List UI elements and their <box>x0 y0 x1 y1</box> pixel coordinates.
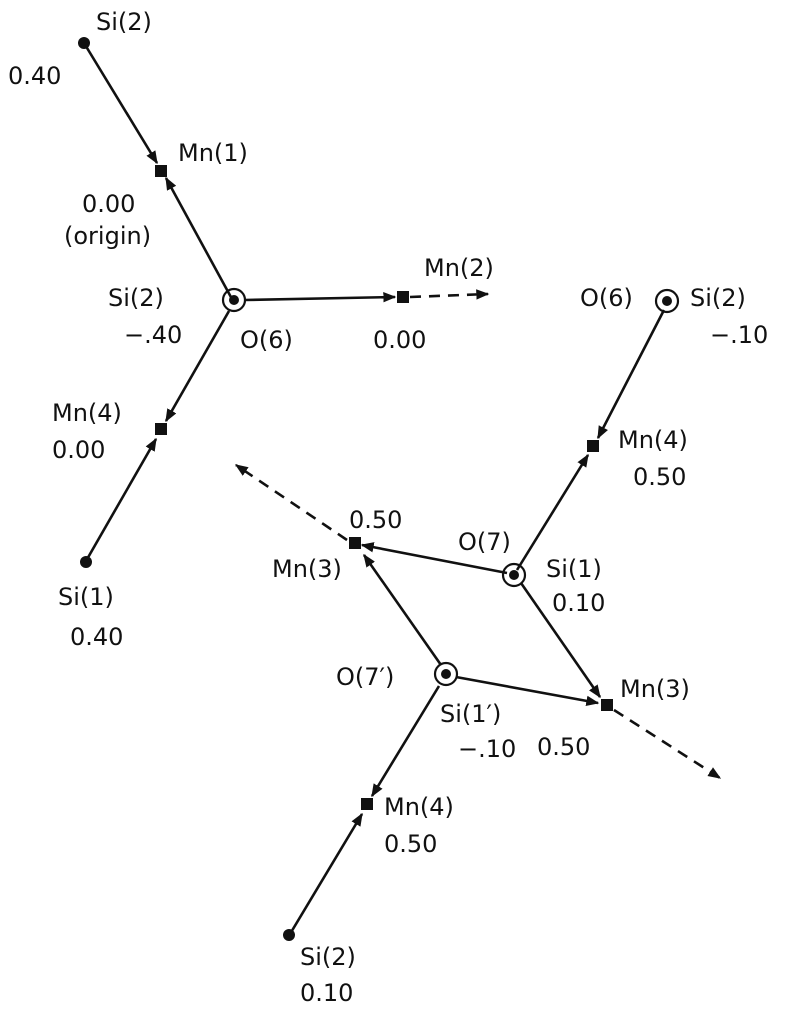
bond-si1prime-mn3-upper <box>362 553 443 666</box>
label-si2-top: Si(2) <box>96 8 152 36</box>
bond-si1prime-mn3-lower <box>455 675 600 707</box>
o6-right-ring <box>654 288 680 314</box>
mn1-atom <box>155 165 167 177</box>
label-mn2: Mn(2) <box>424 254 494 282</box>
label-si2-center: Si(2) <box>108 284 164 312</box>
mn4-upper-right-atom <box>587 440 599 452</box>
label-mn1: Mn(1) <box>178 139 248 167</box>
label-mn4-lower: Mn(4) <box>384 793 454 821</box>
value-mn3-upper: 0.50 <box>349 506 402 534</box>
label-si2-bottom: Si(2) <box>300 943 356 971</box>
label-mn4-left: Mn(4) <box>52 399 122 427</box>
o6-center-ring <box>221 287 247 313</box>
o7-prime-ring <box>433 661 459 687</box>
si2-center-dot <box>229 295 239 305</box>
value-si1-left: 0.40 <box>70 623 123 651</box>
value-si1-prime: −.10 <box>458 735 516 763</box>
label-mn4-upper-right: Mn(4) <box>618 426 688 454</box>
value-mn1: 0.00 <box>82 190 135 218</box>
dash-mn2-continuation <box>409 289 490 300</box>
si1-prime-dot <box>441 669 451 679</box>
mn3-lower-atom <box>601 699 613 711</box>
label-si1-left: Si(1) <box>58 583 114 611</box>
label-o6-right: O(6) <box>580 284 633 312</box>
value-si1-right: 0.10 <box>552 589 605 617</box>
origin-note: (origin) <box>64 222 151 250</box>
value-mn2: 0.00 <box>373 326 426 354</box>
si1-left-atom <box>80 556 92 568</box>
label-si2-right: Si(2) <box>690 284 746 312</box>
bond-center-mn4-left <box>164 310 231 423</box>
bond-si2-right-mn4 <box>596 309 666 440</box>
value-si2-bottom: 0.10 <box>300 979 353 1007</box>
si2-right-dot <box>662 296 672 306</box>
value-si2-top: 0.40 <box>8 62 61 90</box>
value-mn3-lower: 0.50 <box>537 733 590 761</box>
si2-bottom-atom <box>283 929 295 941</box>
mn4-lower-atom <box>361 798 373 810</box>
value-mn4-upper-right: 0.50 <box>633 463 686 491</box>
value-si2-right: −.10 <box>710 321 768 349</box>
mn4-left-atom <box>155 423 167 435</box>
label-o7-prime: O(7′) <box>336 663 394 691</box>
value-mn4-lower: 0.50 <box>384 830 437 858</box>
bond-si2-bottom-mn4-lower <box>288 812 364 935</box>
si1-right-dot <box>509 570 519 580</box>
label-mn3-upper: Mn(3) <box>272 555 342 583</box>
bond-si1-left-mn4 <box>84 437 158 562</box>
value-si2-center: −.40 <box>124 321 182 349</box>
bond-center-mn2 <box>243 292 397 303</box>
mn3-upper-atom <box>349 537 361 549</box>
dash-mn3-lower-continuation <box>613 708 722 780</box>
bond-si1prime-mn4-lower <box>370 685 441 798</box>
mn2-atom <box>397 291 409 303</box>
o7-ring <box>501 562 527 588</box>
label-si1-right: Si(1) <box>546 555 602 583</box>
label-o6-center: O(6) <box>240 326 293 354</box>
value-mn4-left: 0.00 <box>52 436 105 464</box>
bond-si1-right-mn3-upper <box>360 542 508 575</box>
label-o7: O(7) <box>458 528 511 556</box>
bond-si1-right-mn3-lower <box>519 582 602 699</box>
si2-top-atom <box>78 37 90 49</box>
bond-si1-right-mn4 <box>515 453 590 571</box>
bond-center-mn1 <box>164 176 234 300</box>
label-si1-prime: Si(1′) <box>440 700 501 728</box>
bond-si2-top-mn1 <box>82 42 159 165</box>
label-mn3-lower: Mn(3) <box>620 675 690 703</box>
dash-mn3-upper-continuation <box>234 463 348 542</box>
